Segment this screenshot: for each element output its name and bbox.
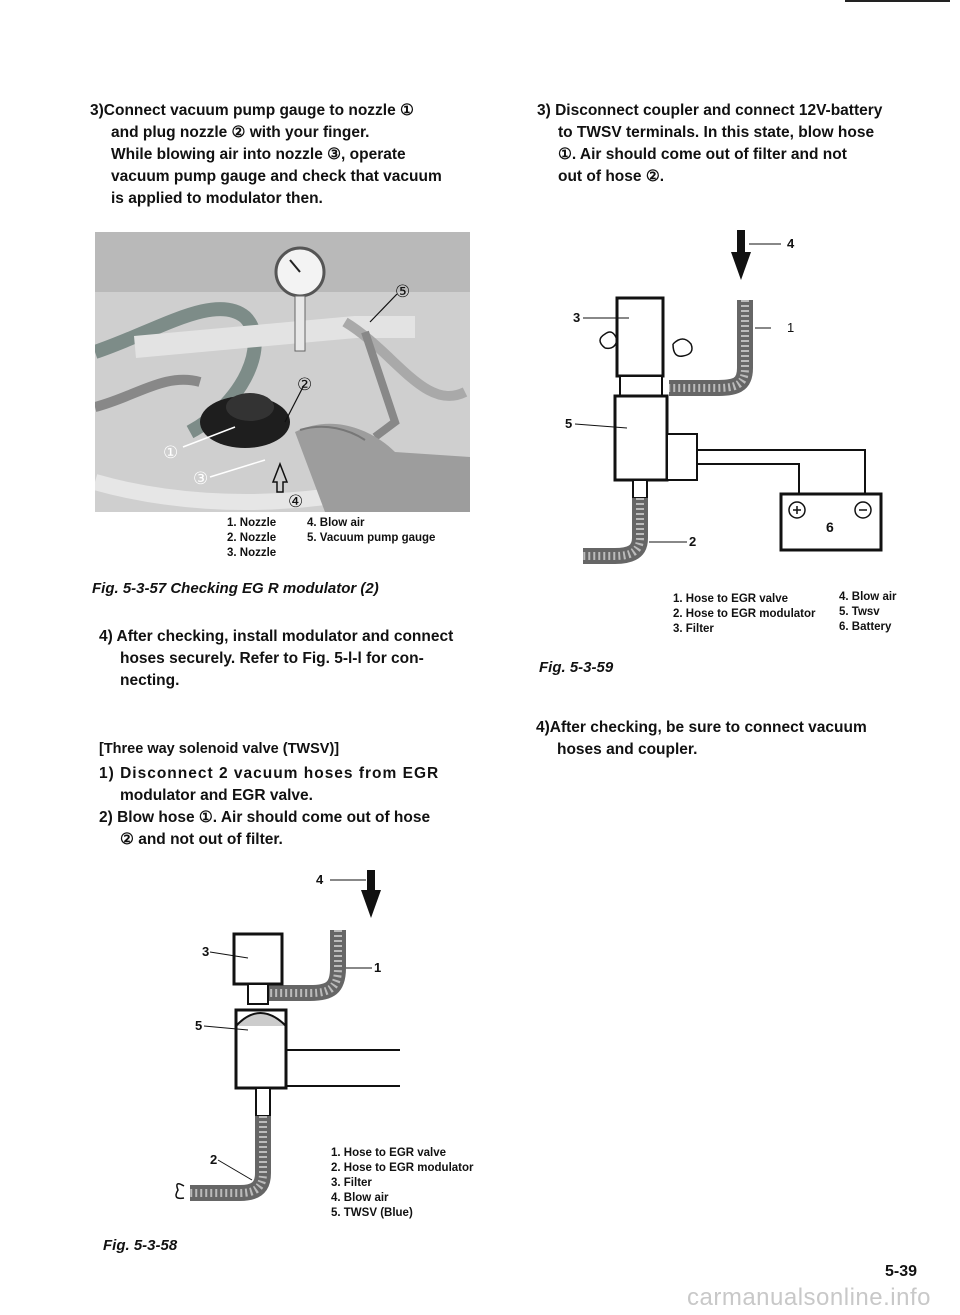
fig59-label-6: 6 (826, 519, 834, 535)
right-step3-text: 3) Disconnect coupler and connect 12V-ba… (537, 102, 883, 185)
left-step3-text: 3)Connect vacuum pump gauge to nozzle ① … (90, 102, 442, 207)
photo-callout-1: ① (163, 443, 178, 462)
fig59-caption: Fig. 5-3-59 (539, 659, 614, 676)
fig59-label-4: 4 (787, 236, 795, 251)
twsv-heading: [Three way solenoid valve (TWSV)] (99, 741, 340, 757)
fig58-label-4: 4 (316, 872, 324, 887)
fig59-label-2: 2 (689, 534, 696, 549)
left-step4-text: 4) After checking, install modulator and… (99, 628, 454, 689)
fig59-legend-col1: 1. Hose to EGR valve 2. Hose to EGR modu… (673, 593, 816, 635)
fig58-legend: 1. Hose to EGR valve 2. Hose to EGR modu… (331, 1147, 474, 1219)
watermark: carmanualsonline.info (687, 1284, 931, 1311)
fig59-label-3: 3 (573, 310, 580, 325)
fig59-diagram: 4 1 3 5 6 2 (565, 230, 883, 564)
photo-callout-5: ⑤ (395, 282, 410, 301)
page-number: 5-39 (885, 1263, 918, 1280)
twsv-step2-text: 2) Blow hose ①. Air should come out of h… (99, 809, 431, 848)
fig58-caption: Fig. 5-3-58 (103, 1237, 178, 1254)
modulator-photo: ① ② ③ ④ ⑤ (95, 232, 470, 512)
fig59-legend-col2: 4. Blow air 5. Twsv 6. Battery (839, 591, 897, 633)
photo-callout-4: ④ (288, 492, 303, 511)
fig58-label-1: 1 (374, 960, 381, 975)
fig59-label-1: 1 (787, 320, 794, 335)
fig59-label-5: 5 (565, 416, 572, 431)
photo-legend-col2: 4. Blow air 5. Vacuum pump gauge (307, 517, 436, 544)
fig58-label-2: 2 (210, 1152, 217, 1167)
photo-callout-3: ③ (193, 469, 208, 488)
photo-legend-col1: 1. Nozzle 2. Nozzle 3. Nozzle (227, 517, 277, 559)
photo-callout-2: ② (297, 375, 312, 394)
fig58-label-3: 3 (202, 944, 209, 959)
fig58-diagram: 4 1 3 5 2 (175, 870, 400, 1201)
fig57-caption: Fig. 5-3-57 Checking EG R modulator (2) (92, 580, 379, 597)
right-step4-text: 4)After checking, be sure to connect vac… (536, 719, 867, 758)
header-rule (845, 0, 950, 2)
fig58-label-5: 5 (195, 1018, 202, 1033)
twsv-step1-text: 1) Disconnect 2 vacuum hoses from EGR mo… (99, 765, 440, 804)
